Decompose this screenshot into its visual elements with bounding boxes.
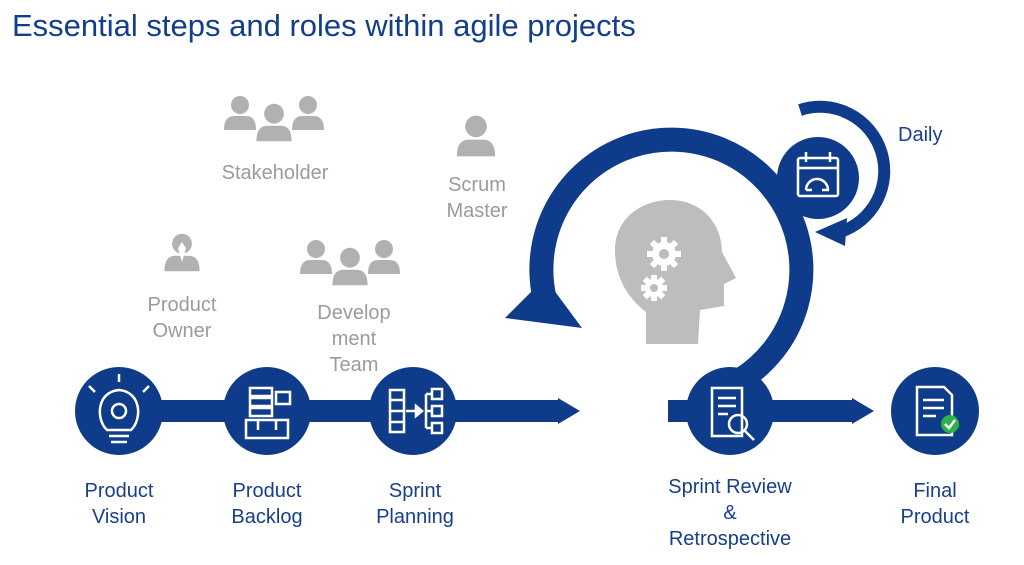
product-owner-businessman-icon [164, 233, 200, 272]
development-team-label: Develop ment Team [294, 300, 414, 378]
final-product-label-line2: Product [900, 506, 970, 528]
lightbulb-gear-icon [88, 374, 150, 444]
product-owner-label-line1: Product [147, 294, 217, 316]
sprint-review-label-line1: Sprint Review [668, 476, 792, 498]
product-vision-label-line2: Vision [91, 506, 147, 528]
product-vision-label-line1: Product [84, 480, 154, 502]
scrum-master-person-icon [456, 115, 496, 157]
scrum-master-label-line1: Scrum [448, 174, 506, 196]
daily-label: Daily [898, 124, 943, 146]
product-vision-step [75, 367, 163, 455]
sprint-planning-step [369, 367, 457, 455]
sprint-review-label-line3: Retrospective [668, 528, 792, 550]
document-search-icon [710, 386, 755, 441]
product-backlog-label-line2: Backlog [231, 506, 303, 528]
planning-flow-icon [388, 387, 444, 435]
stakeholder-label: Stakeholder [221, 162, 329, 184]
sprint-review-label: Sprint Review & Retrospective [650, 474, 810, 552]
sprint-planning-label-line2: Planning [376, 506, 454, 528]
backlog-box-icon [244, 386, 292, 440]
development-team-label-line2: ment [331, 328, 377, 350]
development-team-label-line1: Develop [317, 302, 391, 324]
stakeholder-group-icon [224, 96, 324, 142]
calendar-loop-icon [796, 152, 840, 198]
head-gears-icon [615, 200, 736, 344]
sprint-planning-label-line1: Sprint [388, 480, 442, 502]
final-product-label: Final Product [875, 478, 995, 530]
sprint-loop-arrow [505, 127, 814, 391]
scrum-master-label: Scrum Master [422, 172, 532, 224]
development-team-group-icon [300, 240, 400, 286]
daily-loop [777, 100, 891, 246]
product-owner-label: Product Owner [122, 292, 242, 344]
page-title: Essential steps and roles within agile p… [12, 8, 636, 43]
timeline-arrow-left [120, 398, 580, 424]
final-product-label-line1: Final [913, 480, 957, 502]
sprint-review-step [686, 367, 774, 455]
scrum-master-label-line2: Master [446, 200, 508, 222]
document-check-icon [915, 385, 959, 437]
product-backlog-label: Product Backlog [207, 478, 327, 530]
product-backlog-label-line1: Product [232, 480, 302, 502]
product-owner-label-line2: Owner [152, 320, 212, 342]
product-backlog-step [223, 367, 311, 455]
sprint-review-label-line2: & [723, 502, 737, 524]
sprint-planning-label: Sprint Planning [355, 478, 475, 530]
final-product-step [891, 367, 979, 455]
development-team-label-line3: Team [329, 354, 379, 376]
product-vision-label: Product Vision [59, 478, 179, 530]
